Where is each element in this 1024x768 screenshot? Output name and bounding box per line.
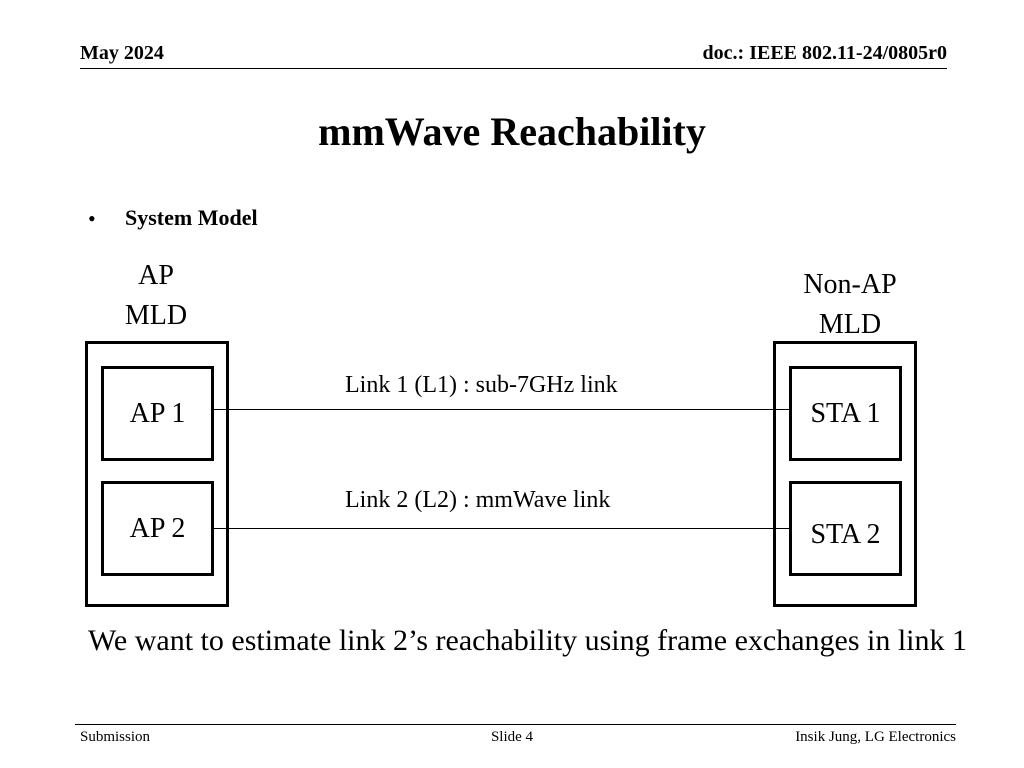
ap2-box: AP 2 (101, 481, 214, 576)
link1-label: Link 1 (L1) : sub-7GHz link (345, 372, 618, 398)
header-doc-id: doc.: IEEE 802.11-24/0805r0 (702, 42, 947, 64)
ap-mld-label-line1: AP (138, 260, 174, 291)
sta2-label: STA 2 (810, 518, 881, 550)
bullet-text: System Model (125, 205, 258, 230)
header-date: May 2024 (80, 42, 164, 64)
non-ap-mld-label: Non-AP MLD (770, 265, 930, 345)
footer-divider (75, 724, 956, 725)
link1-line (214, 409, 789, 410)
non-ap-mld-box (773, 341, 917, 607)
link2-line (214, 528, 789, 529)
link2-label: Link 2 (L2) : mmWave link (345, 487, 611, 513)
ap-mld-label-line2: MLD (124, 300, 188, 331)
slide-title: mmWave Reachability (318, 109, 706, 154)
sta2-box: STA 2 (789, 481, 902, 576)
footer-submission: Submission (80, 729, 151, 745)
bullet-icon: • (88, 206, 96, 231)
sta1-box: STA 1 (789, 366, 902, 461)
ap-mld-box (85, 341, 229, 607)
header-divider (80, 68, 947, 69)
caption-text: We want to estimate link 2’s reachabilit… (88, 624, 968, 657)
ap1-box: AP 1 (101, 366, 214, 461)
non-ap-mld-label-line1: Non-AP (803, 269, 897, 300)
non-ap-mld-label-line2: MLD (818, 309, 882, 340)
footer-author: Insik Jung, LG Electronics (795, 729, 956, 745)
footer-slide-number: Slide 4 (490, 729, 534, 745)
ap-mld-label: AP MLD (96, 256, 216, 336)
